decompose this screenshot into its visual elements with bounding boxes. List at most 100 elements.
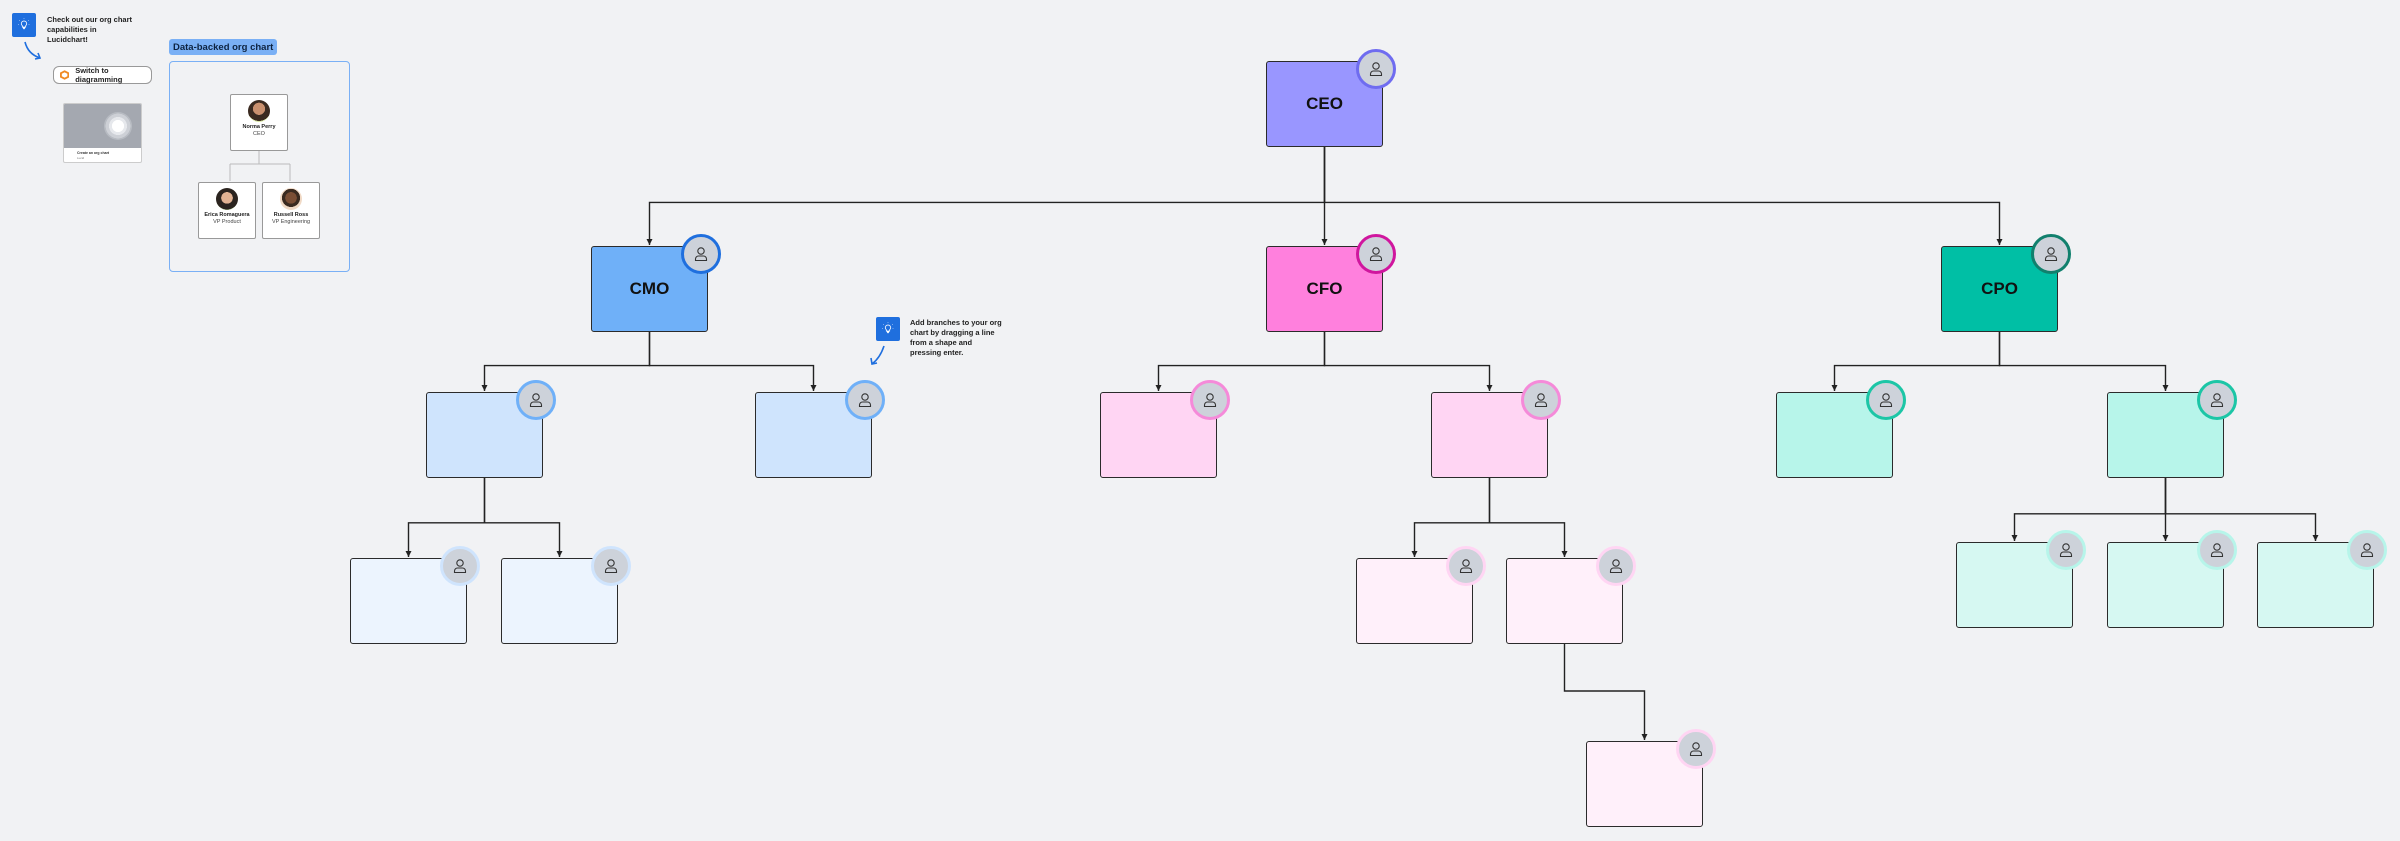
connector-cmo-cmo-1: [483, 332, 651, 391]
arrowhead: [810, 385, 817, 391]
arrowhead: [1321, 239, 1328, 245]
org-node-cpo-2-1[interactable]: [1956, 530, 2086, 628]
connector-cfo-cfo-2: [1323, 332, 1491, 391]
org-node-cpo-2-3[interactable]: [2257, 530, 2387, 628]
arrowhead: [556, 551, 563, 557]
connector-cfo-2-2-cfo-2-2-1: [1563, 644, 1646, 740]
person-avatar-icon[interactable]: [2197, 380, 2237, 420]
person-avatar-icon[interactable]: [1676, 729, 1716, 769]
connector-cpo-cpo-2: [1998, 332, 2167, 391]
person-avatar-icon[interactable]: [1356, 234, 1396, 274]
org-node-cfo-1[interactable]: [1100, 380, 1230, 478]
person-name: Erica Romaguera: [204, 212, 250, 218]
connector-cfo-2-cfo-2-2: [1488, 478, 1566, 557]
person-avatar-icon[interactable]: [591, 546, 631, 586]
connector-ceo-cmo: [648, 147, 1326, 245]
org-node-cpo-1[interactable]: [1776, 380, 1906, 478]
connector-cmo-1-cmo-1-2: [483, 478, 561, 557]
person-avatar-icon[interactable]: [681, 234, 721, 274]
person-role: VP Product: [213, 219, 241, 225]
person-avatar-icon[interactable]: [1356, 49, 1396, 89]
thumbnail-image: [64, 104, 141, 148]
arrowhead: [1486, 385, 1493, 391]
org-node-cfo[interactable]: CFO: [1266, 234, 1396, 332]
node-title[interactable]: CFO: [1306, 279, 1343, 298]
connector-cfo-cfo-1: [1157, 332, 1326, 391]
person-card[interactable]: Russell Ross VP Engineering: [262, 182, 320, 239]
data-backed-frame[interactable]: [169, 61, 350, 272]
node-title[interactable]: CPO: [1981, 279, 2018, 298]
arrowhead: [1831, 385, 1838, 391]
avatar: [248, 100, 270, 122]
person-avatar-icon[interactable]: [2197, 530, 2237, 570]
node-title[interactable]: CMO: [629, 279, 670, 298]
org-node-cpo-2[interactable]: [2107, 380, 2237, 478]
arrow-icon: [870, 345, 885, 365]
person-avatar-icon[interactable]: [2046, 530, 2086, 570]
connector-cpo-2-cpo-2-1: [2013, 478, 2167, 541]
person-avatar-icon[interactable]: [2031, 234, 2071, 274]
lucid-logo-icon: [60, 70, 70, 80]
person-role: VP Engineering: [271, 219, 311, 225]
switch-to-diagramming-button[interactable]: Switch to diagramming: [53, 66, 152, 84]
org-node-cmo-2[interactable]: [755, 380, 885, 478]
person-avatar-icon[interactable]: [1596, 546, 1636, 586]
data-backed-label: Data-backed org chart: [169, 39, 278, 55]
connector-cfo-2-cfo-2-1: [1413, 478, 1491, 557]
person-avatar-icon[interactable]: [1866, 380, 1906, 420]
arrowhead: [1561, 551, 1568, 557]
switch-button-label: Switch to diagramming: [75, 66, 123, 84]
person-role: CEO: [253, 131, 265, 137]
video-thumbnail[interactable]: Create an org chart Lucid: [63, 103, 142, 163]
arrowhead: [1996, 239, 2003, 245]
org-node-cfo-2[interactable]: [1431, 380, 1561, 478]
thumbnail-subtitle: Lucid: [77, 156, 85, 160]
org-node-cmo-1-1[interactable]: [350, 546, 480, 644]
person-avatar-icon[interactable]: [516, 380, 556, 420]
connector-cmo-cmo-2: [648, 332, 815, 391]
tip-text: Add branches to your org chart by draggi…: [910, 318, 1002, 357]
org-node-cpo-2-2[interactable]: [2107, 530, 2237, 628]
org-node-ceo[interactable]: CEO: [1266, 49, 1396, 147]
lightbulb-icon: [12, 13, 36, 37]
thumbnail-title: Create an org chart: [77, 151, 110, 155]
org-node-cmo[interactable]: CMO: [591, 234, 721, 332]
arrowhead: [2011, 535, 2018, 541]
arrowhead: [1155, 385, 1162, 391]
arrowhead: [2162, 385, 2169, 391]
arrowhead: [2162, 535, 2169, 541]
lightbulb-icon: [876, 317, 900, 341]
person-name: Russell Ross: [273, 212, 309, 218]
arrowhead: [1411, 551, 1418, 557]
person-card[interactable]: Norma Perry CEO: [230, 94, 288, 151]
person-name: Norma Perry: [242, 124, 276, 130]
arrowhead: [1641, 734, 1648, 740]
connector-cmo-1-cmo-1-1: [407, 478, 486, 557]
person-avatar-icon[interactable]: [2347, 530, 2387, 570]
arrowhead: [2312, 535, 2319, 541]
connector-cpo-2-cpo-2-3: [2164, 478, 2317, 541]
person-card[interactable]: Erica Romaguera VP Product: [198, 182, 256, 239]
org-node-cmo-1-2[interactable]: [501, 546, 631, 644]
arrow-icon: [24, 41, 42, 60]
person-avatar-icon[interactable]: [1446, 546, 1486, 586]
person-avatar-icon[interactable]: [1521, 380, 1561, 420]
person-avatar-icon[interactable]: [1190, 380, 1230, 420]
org-node-cfo-2-2[interactable]: [1506, 546, 1636, 644]
connector-ceo-cpo: [1323, 147, 2001, 245]
avatar: [216, 188, 238, 210]
tip-text: Check out our org chart capabilities in …: [47, 15, 133, 44]
person-avatar-icon[interactable]: [440, 546, 480, 586]
mini-connectors: [229, 150, 291, 181]
org-node-cfo-2-1[interactable]: [1356, 546, 1486, 644]
person-avatar-icon[interactable]: [845, 380, 885, 420]
org-node-cfo-2-2-1[interactable]: [1586, 729, 1716, 827]
arrowhead: [405, 551, 412, 557]
avatar: [280, 188, 302, 210]
org-node-cmo-1[interactable]: [426, 380, 556, 478]
node-title[interactable]: CEO: [1306, 94, 1343, 113]
arrowhead: [646, 239, 653, 245]
org-node-cpo[interactable]: CPO: [1941, 234, 2071, 332]
